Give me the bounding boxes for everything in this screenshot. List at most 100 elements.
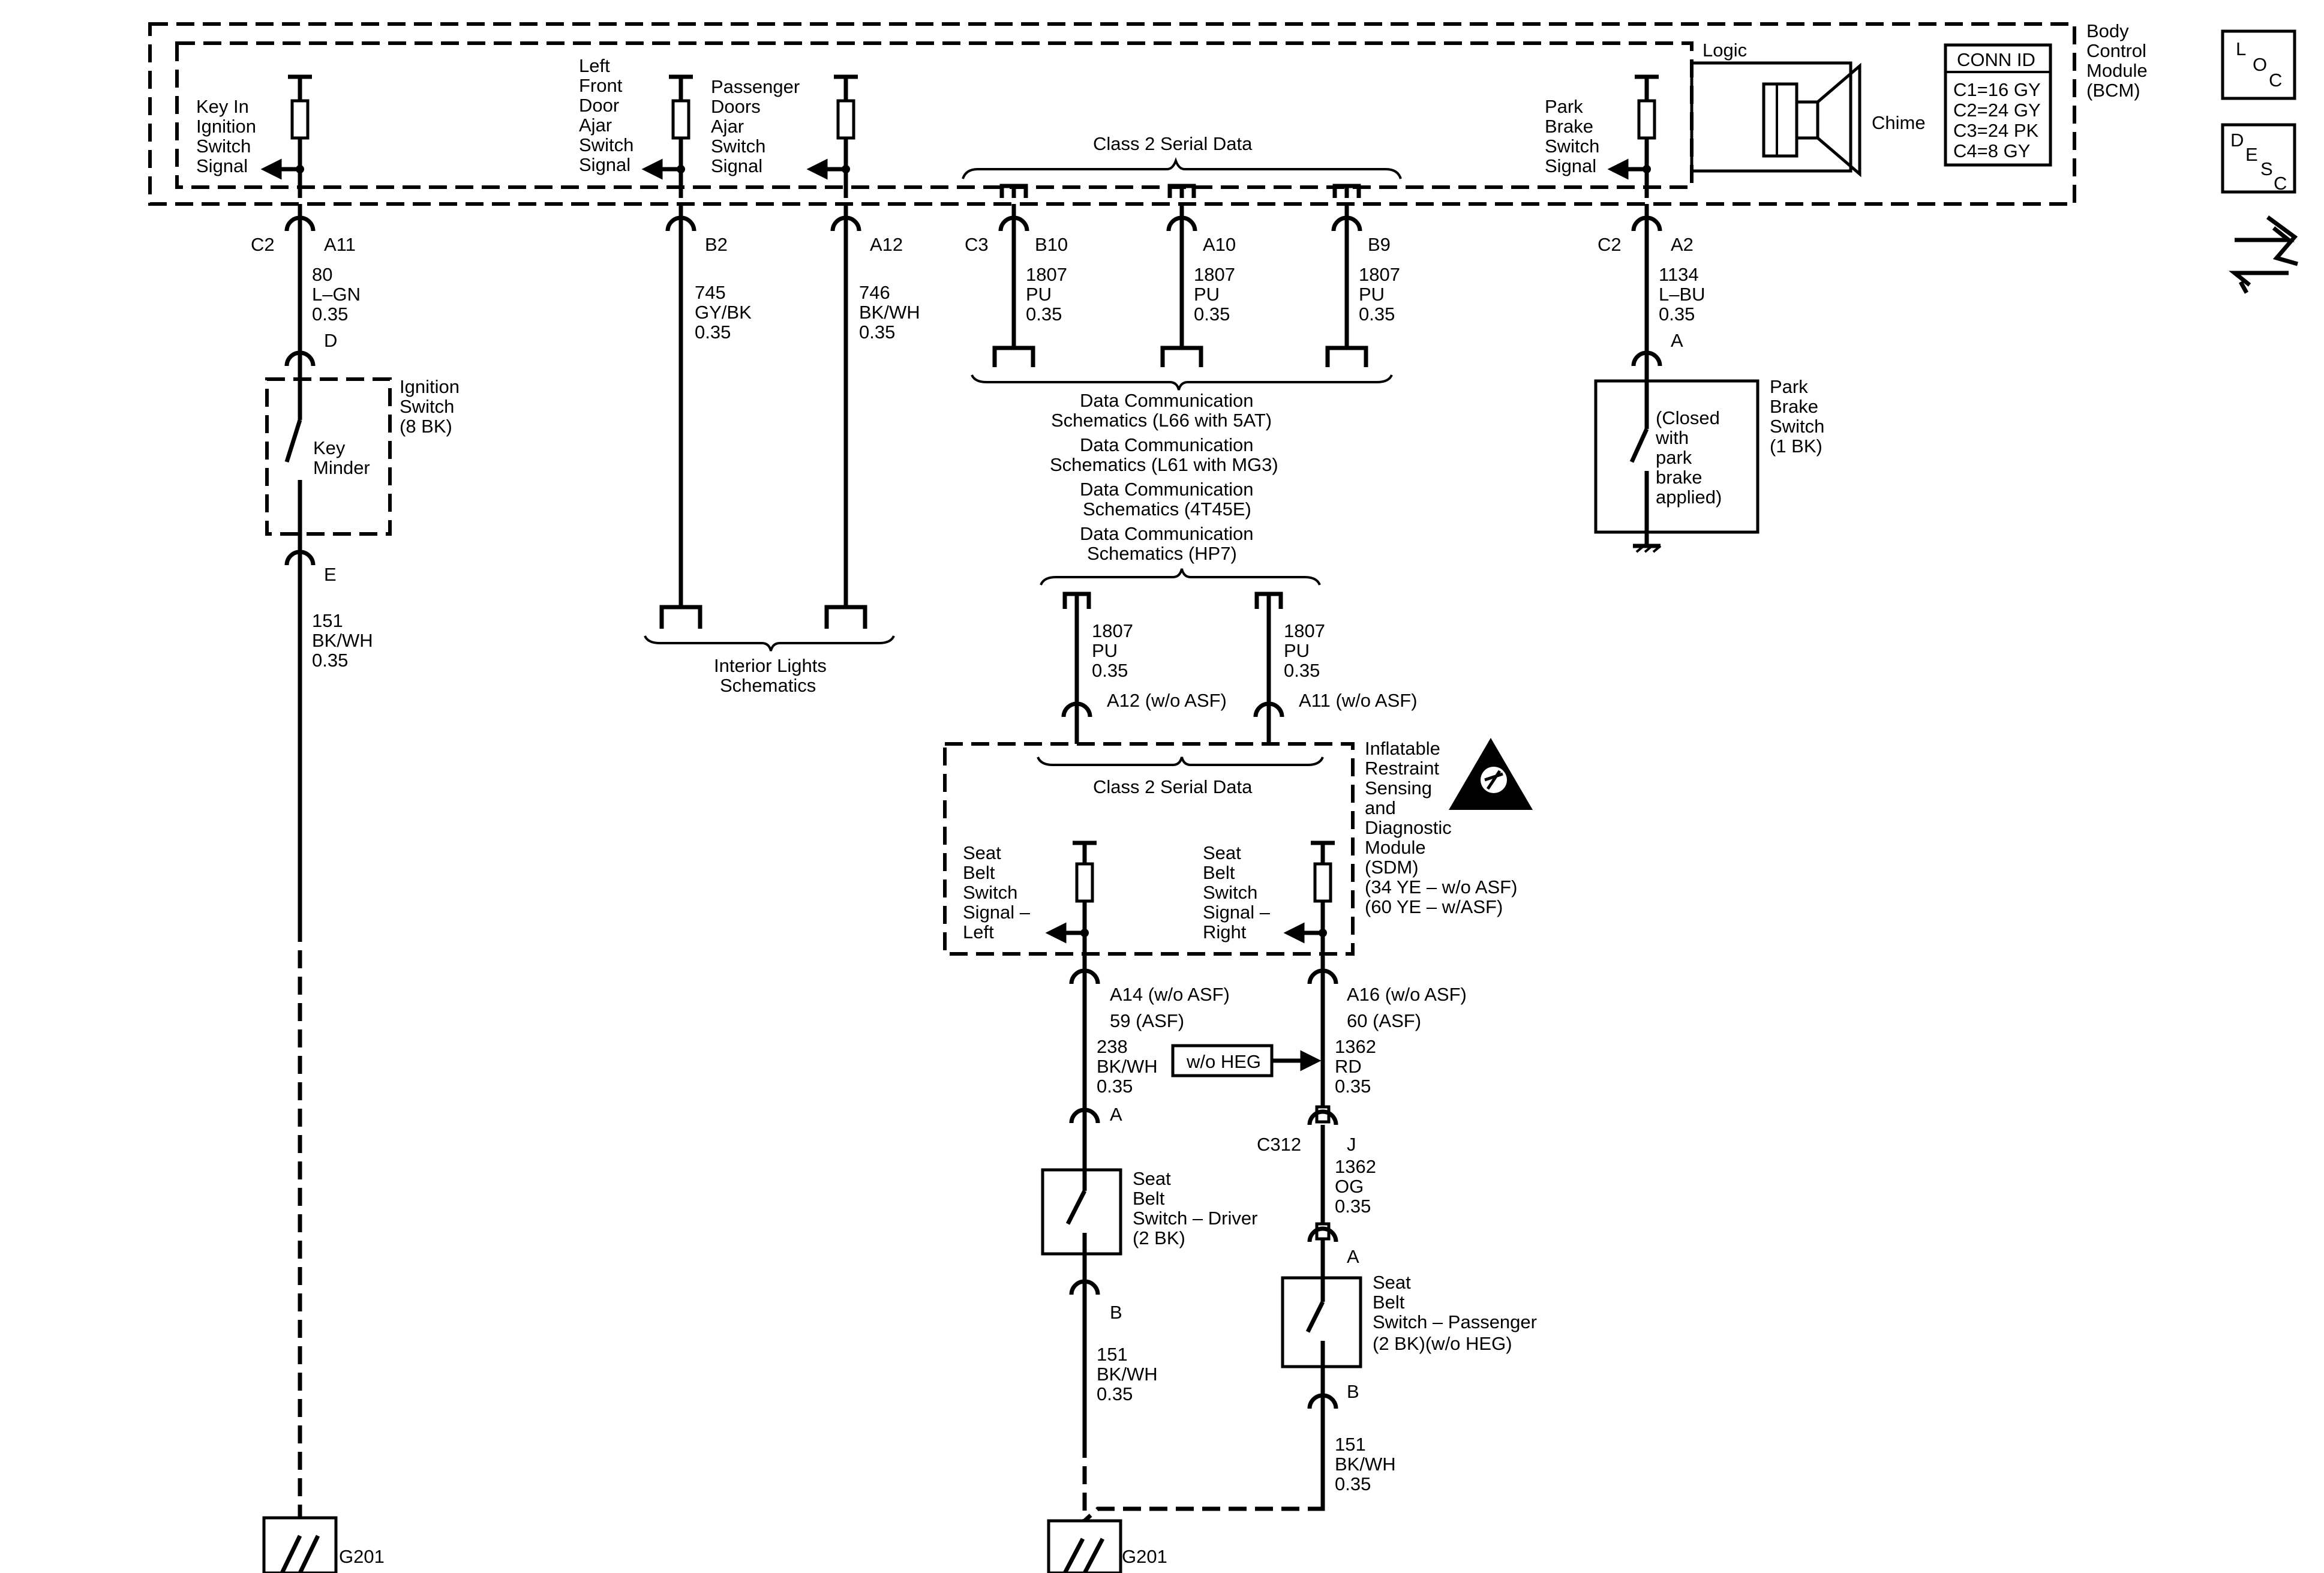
- class2-serial-top: Class 2 Serial Data C3 B10 1807 PU 0.35 …: [962, 133, 1402, 564]
- park-brake-note-2: with: [1655, 427, 1689, 448]
- park-brake-sig-1: Park: [1545, 96, 1583, 117]
- wire-151a-color: BK/WH: [312, 630, 373, 651]
- pin-a11: A11: [324, 234, 356, 255]
- bcm-title-3: Module: [2086, 60, 2148, 81]
- key-in-label-3: Switch: [196, 136, 251, 157]
- conn-id-row-4: C4=8 GY: [1953, 140, 2030, 161]
- svg-text:D: D: [2230, 130, 2244, 151]
- wire-1362rd-color: RD: [1335, 1056, 1362, 1077]
- ground-g201-left-icon: [262, 1516, 338, 1573]
- seat-left-label-4: Signal –: [963, 902, 1031, 923]
- sdm-title-1: Inflatable: [1365, 738, 1440, 759]
- bcm-title-1: Body: [2086, 20, 2129, 41]
- data-comm-label-1: Data Communication: [1080, 390, 1253, 411]
- svg-text:O: O: [2253, 54, 2267, 75]
- conn-id-header: CONN ID: [1957, 49, 2035, 70]
- wire-745-num: 745: [695, 282, 726, 303]
- wire-151a-num: 151: [312, 610, 343, 631]
- door-ajar-circuits: Left Front Door Ajar Switch Signal B2 74…: [579, 55, 920, 696]
- sdm-title-2: Restraint: [1365, 758, 1439, 779]
- park-brake-note-1: (Closed: [1656, 407, 1720, 428]
- wire-1807c-num: 1807: [1359, 264, 1400, 285]
- driver-switch-title-2: Belt: [1133, 1188, 1165, 1209]
- park-brake-note-4: brake: [1656, 467, 1703, 488]
- passenger-pin-b: B: [1347, 1381, 1359, 1402]
- wire-1134-size: 0.35: [1659, 304, 1695, 325]
- lf-door-label-5: Switch: [579, 134, 633, 155]
- key-minder-label-2: Minder: [313, 457, 370, 478]
- driver-seatbelt-circuit: A14 (w/o ASF) 59 (ASF) 238 BK/WH 0.35 A …: [1041, 968, 1257, 1573]
- driver-pin-a: A: [1110, 1104, 1122, 1125]
- pin-a11-sdm: A11 (w/o ASF): [1299, 690, 1418, 711]
- wire-238-color: BK/WH: [1097, 1056, 1158, 1077]
- park-brake-title-4: (1 BK): [1770, 436, 1822, 457]
- wire-1807a-size: 0.35: [1026, 304, 1062, 325]
- seat-right-label-4: Signal –: [1203, 902, 1271, 923]
- wire-1807c-size: 0.35: [1359, 304, 1395, 325]
- data-comm-label-6: Schematics (4T45E): [1083, 499, 1251, 520]
- pin-b9: B9: [1368, 234, 1391, 255]
- wire-746-size: 0.35: [859, 322, 895, 343]
- c312-pin-j: J: [1347, 1134, 1356, 1155]
- wire-746-color: BK/WH: [859, 302, 920, 323]
- loc-icon[interactable]: L O C: [2221, 29, 2296, 100]
- conn-id-row-2: C2=24 GY: [1953, 100, 2041, 121]
- pin-b10: B10: [1035, 234, 1068, 255]
- sdm-title-8: (34 YE – w/o ASF): [1365, 876, 1517, 897]
- data-comm-label-7: Data Communication: [1080, 523, 1253, 544]
- pin-b2: B2: [705, 234, 728, 255]
- wire-1807d-num: 1807: [1092, 620, 1133, 641]
- pin-a14: A14 (w/o ASF): [1110, 984, 1230, 1005]
- sdm-title-3: Sensing: [1365, 778, 1432, 798]
- park-brake-title-1: Park: [1770, 376, 1808, 397]
- woheg-label: w/o HEG: [1186, 1051, 1261, 1072]
- passenger-switch-title-4: (2 BK)(w/o HEG): [1373, 1333, 1512, 1354]
- key-in-label-1: Key In: [196, 96, 249, 117]
- seat-right-label-1: Seat: [1203, 842, 1241, 863]
- data-comm-label-4: Schematics (L61 with MG3): [1050, 454, 1278, 475]
- passenger-switch-title-1: Seat: [1373, 1272, 1411, 1293]
- bcm-title-2: Control: [2086, 40, 2146, 61]
- wire-1807e-color: PU: [1284, 640, 1310, 661]
- seat-right-label-2: Belt: [1203, 862, 1235, 883]
- park-brake-note-3: park: [1656, 447, 1692, 468]
- sdm-title-5: Diagnostic: [1365, 817, 1452, 838]
- lf-door-label-4: Ajar: [579, 115, 612, 136]
- wire-1362og-num: 1362: [1335, 1156, 1376, 1177]
- driver-switch-title-4: (2 BK): [1133, 1227, 1185, 1248]
- svg-text:E: E: [2245, 144, 2258, 165]
- pin-a12-top: A12: [870, 234, 903, 255]
- pin-c2: C2: [251, 234, 275, 255]
- wire-1134-num: 1134: [1659, 264, 1699, 285]
- wire-238-num: 238: [1097, 1036, 1128, 1057]
- sdm-title-7: (SDM): [1365, 857, 1419, 878]
- pin-a16-asf: 60 (ASF): [1347, 1010, 1421, 1031]
- seat-right-label-5: Right: [1203, 921, 1247, 942]
- c312-label: C312: [1257, 1134, 1301, 1155]
- data-comm-label-5: Data Communication: [1080, 479, 1253, 500]
- park-brake-sig-3: Switch: [1545, 136, 1599, 157]
- passenger-pin-a: A: [1347, 1246, 1359, 1267]
- driver-switch-title-3: Switch – Driver: [1133, 1208, 1257, 1229]
- key-in-label-4: Signal: [196, 155, 248, 176]
- wire-1807c-color: PU: [1359, 284, 1385, 305]
- pass-doors-label-5: Signal: [711, 155, 762, 176]
- sdm-serial-connection: 1807 PU 0.35 A12 (w/o ASF) 1807 PU 0.35 …: [1040, 568, 1418, 744]
- ground-g201-right-icon: [1047, 1519, 1122, 1573]
- park-brake-title-2: Brake: [1770, 396, 1818, 417]
- connector-icon[interactable]: [2229, 215, 2298, 294]
- airbag-warning-icon: [1449, 738, 1533, 810]
- data-comm-label-8: Schematics (HP7): [1087, 543, 1237, 564]
- park-brake-switch-box: [1594, 379, 1759, 534]
- lf-door-label-6: Signal: [579, 154, 630, 175]
- desc-icon[interactable]: D E S C: [2221, 123, 2296, 194]
- wire-151b-size: 0.35: [1097, 1383, 1133, 1404]
- wire-1362rd-num: 1362: [1335, 1036, 1376, 1057]
- interior-lights-label-1: Interior Lights: [714, 655, 827, 676]
- key-in-ignition-circuit: Key In Ignition Switch Signal C2 A11 80 …: [196, 74, 460, 1573]
- wire-1807a-num: 1807: [1026, 264, 1067, 285]
- interior-lights-label-2: Schematics: [720, 675, 816, 696]
- park-brake-note-5: applied): [1656, 487, 1722, 508]
- woheg-badge: [1171, 1044, 1274, 1077]
- passenger-switch-title-2: Belt: [1373, 1292, 1405, 1313]
